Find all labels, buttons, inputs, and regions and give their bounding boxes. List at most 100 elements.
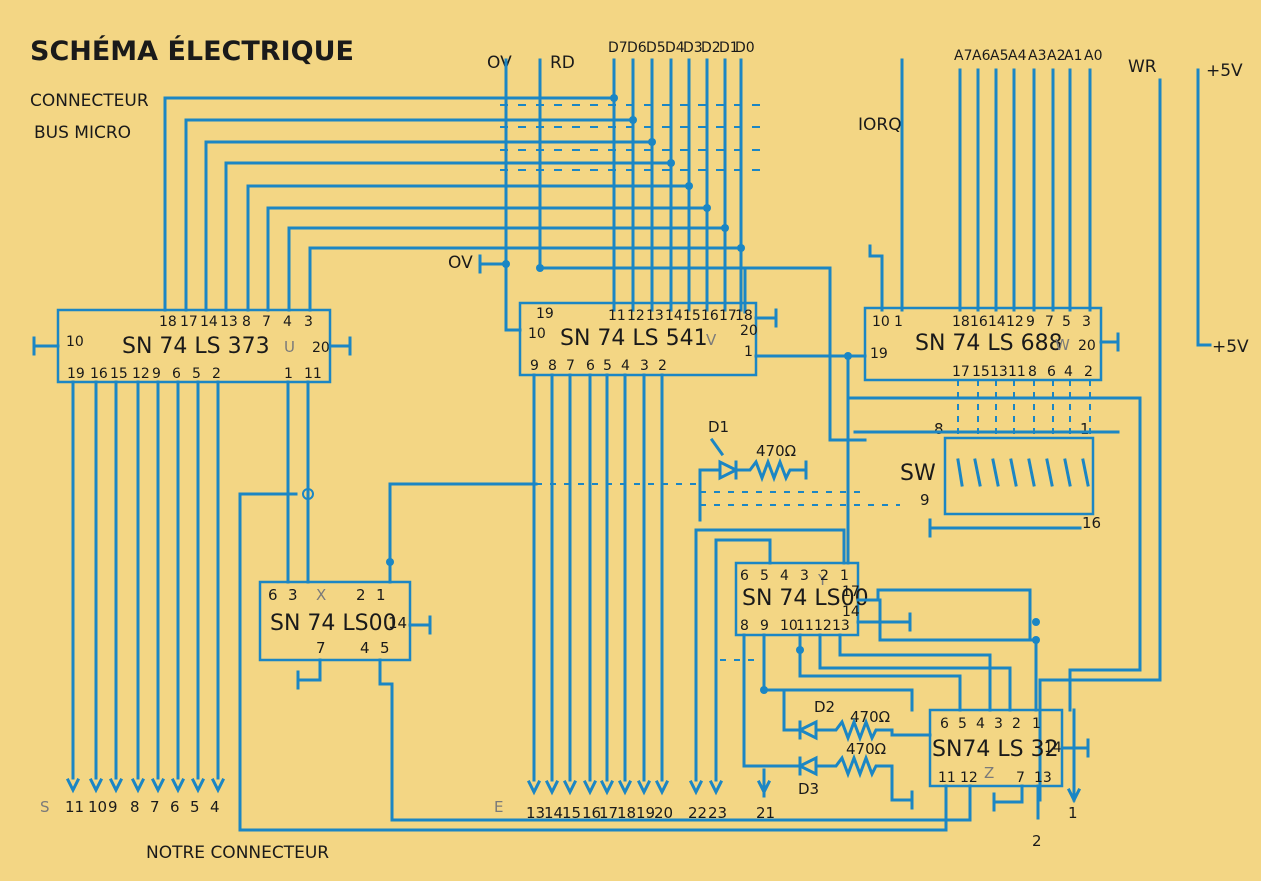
chip-ls00x-pin-7: 7 bbox=[316, 639, 326, 657]
pin-label: 7 bbox=[566, 358, 575, 374]
pin-label: 5 bbox=[1062, 314, 1071, 330]
chip-ls00y-pin-14: 14 bbox=[842, 604, 860, 620]
pin-label: 2 bbox=[1012, 716, 1021, 732]
address-bus-label: A5 bbox=[990, 48, 1008, 64]
pin-label: 1 bbox=[840, 568, 849, 584]
pin-label: 4 bbox=[1064, 364, 1073, 380]
chip-ls32-pin-14: 14 bbox=[1044, 740, 1062, 756]
arrow-down-icon bbox=[65, 777, 81, 794]
chip-ls688-pin-10: 10 bbox=[872, 314, 890, 330]
connector-s-pin: 6 bbox=[170, 798, 180, 816]
bus-dashes bbox=[500, 104, 760, 171]
connector-e-pin: 23 bbox=[708, 804, 727, 822]
chip-ls00x-name: SN 74 LS00 bbox=[270, 611, 397, 636]
chip-ls688-pin-20: 20 bbox=[1078, 338, 1096, 354]
pin-label: 6 bbox=[740, 568, 749, 584]
connector-s-pin: 5 bbox=[190, 798, 200, 816]
data-bus-label: D3 bbox=[683, 40, 703, 56]
connector-s-letter: S bbox=[40, 798, 50, 816]
address-bus-label: A1 bbox=[1064, 48, 1082, 64]
pin-label: 13 bbox=[646, 308, 664, 324]
connector-e-pin: 14 bbox=[544, 804, 563, 822]
chip-ls688-pin-1: 1 bbox=[894, 314, 903, 330]
arrow-down-icon bbox=[688, 779, 704, 796]
chip-ls32-pin-13: 13 bbox=[1034, 770, 1052, 786]
switch-pin-9: 9 bbox=[920, 491, 930, 509]
chip-ls00y-pin-17: 17 bbox=[842, 584, 860, 600]
pin-label: 17 bbox=[952, 364, 970, 380]
arrow-down-icon bbox=[130, 777, 146, 794]
arrow-down-icon bbox=[108, 777, 124, 794]
chip-ls32-mark: Z bbox=[984, 764, 994, 782]
footer-label: NOTRE CONNECTEUR bbox=[146, 843, 329, 863]
address-bus-label: A0 bbox=[1084, 48, 1102, 64]
signal-rd: RD bbox=[550, 53, 575, 73]
chip-ls541-pin-20: 20 bbox=[740, 323, 758, 339]
pin-label: 2 bbox=[820, 568, 829, 584]
pin-label: 15 bbox=[683, 308, 701, 324]
arrow-down-icon bbox=[150, 777, 166, 794]
arrow-down-icon bbox=[190, 777, 206, 794]
pin-label: 9 bbox=[1026, 314, 1035, 330]
switch-name: SW bbox=[900, 461, 936, 486]
chip-ls32-pin-7: 7 bbox=[1016, 770, 1025, 786]
pin-label: 6 bbox=[1047, 364, 1056, 380]
pin-label: 12 bbox=[627, 308, 645, 324]
data-bus-label: D5 bbox=[646, 40, 666, 56]
arrow-down-icon bbox=[210, 777, 226, 794]
pin-label: 14 bbox=[988, 314, 1006, 330]
chip-ls373-name: SN 74 LS 373 bbox=[122, 334, 270, 359]
connector-e-pin: 20 bbox=[654, 804, 673, 822]
pin-label: 6 bbox=[940, 716, 949, 732]
pin-label: 12 bbox=[814, 618, 832, 634]
connector-s-pin: 8 bbox=[130, 798, 140, 816]
connector-s-pin: 10 bbox=[88, 798, 107, 816]
pin-label: 5 bbox=[603, 358, 612, 374]
wire-junctions bbox=[302, 352, 1040, 694]
pin-label: 5 bbox=[958, 716, 967, 732]
connector-e-pin: 17 bbox=[599, 804, 618, 822]
chip-ls373-mark: U bbox=[284, 338, 295, 356]
connector-e-pin: 16 bbox=[582, 804, 601, 822]
pin-label: 8 bbox=[242, 314, 251, 330]
connector-e-pin: 19 bbox=[636, 804, 655, 822]
chip-ls373-pin-11: 11 bbox=[304, 366, 322, 382]
pin-label: 11 bbox=[796, 618, 814, 634]
arrow-down-icon bbox=[599, 779, 615, 796]
pin-label: 14 bbox=[200, 314, 218, 330]
pin-label: 3 bbox=[640, 358, 649, 374]
connector-s-pin: 7 bbox=[150, 798, 160, 816]
connector-s-pin: 9 bbox=[108, 798, 118, 816]
chip-ls00x-pin-2: 2 bbox=[356, 586, 366, 604]
chip-ls00y-name: SN 74 LS00 bbox=[742, 586, 869, 611]
pin-label: 9 bbox=[152, 366, 161, 382]
pin-label: 3 bbox=[994, 716, 1003, 732]
pin-label: 3 bbox=[304, 314, 313, 330]
pin-label: 7 bbox=[1045, 314, 1054, 330]
pin-label: 11 bbox=[608, 308, 626, 324]
pin-label: 8 bbox=[1028, 364, 1037, 380]
connector-s-pin: 4 bbox=[210, 798, 220, 816]
address-bus-label: A6 bbox=[972, 48, 991, 64]
signal-ov: OV bbox=[487, 53, 512, 73]
arrow-down-icon bbox=[526, 779, 542, 796]
arrow-down-icon bbox=[756, 779, 772, 796]
connector-pin-2: 2 bbox=[1032, 832, 1042, 850]
pin-label: 12 bbox=[132, 366, 150, 382]
chip-ls00x-mark: X bbox=[316, 586, 326, 604]
diagram-title: SCHÉMA ÉLECTRIQUE bbox=[30, 35, 354, 67]
chip-ls00x-pin-14: 14 bbox=[388, 614, 407, 632]
connector-e-pin: 21 bbox=[756, 804, 775, 822]
pin-label: 18 bbox=[952, 314, 970, 330]
led-d3-group: D3 470Ω bbox=[742, 740, 914, 810]
chip-ls688-pin-19: 19 bbox=[870, 346, 888, 362]
dip-switch: SW 8 1 9 16 bbox=[900, 380, 1101, 538]
data-bus-label: D2 bbox=[701, 40, 721, 56]
pin-label: 18 bbox=[159, 314, 177, 330]
connector-e-pin: 22 bbox=[688, 804, 707, 822]
